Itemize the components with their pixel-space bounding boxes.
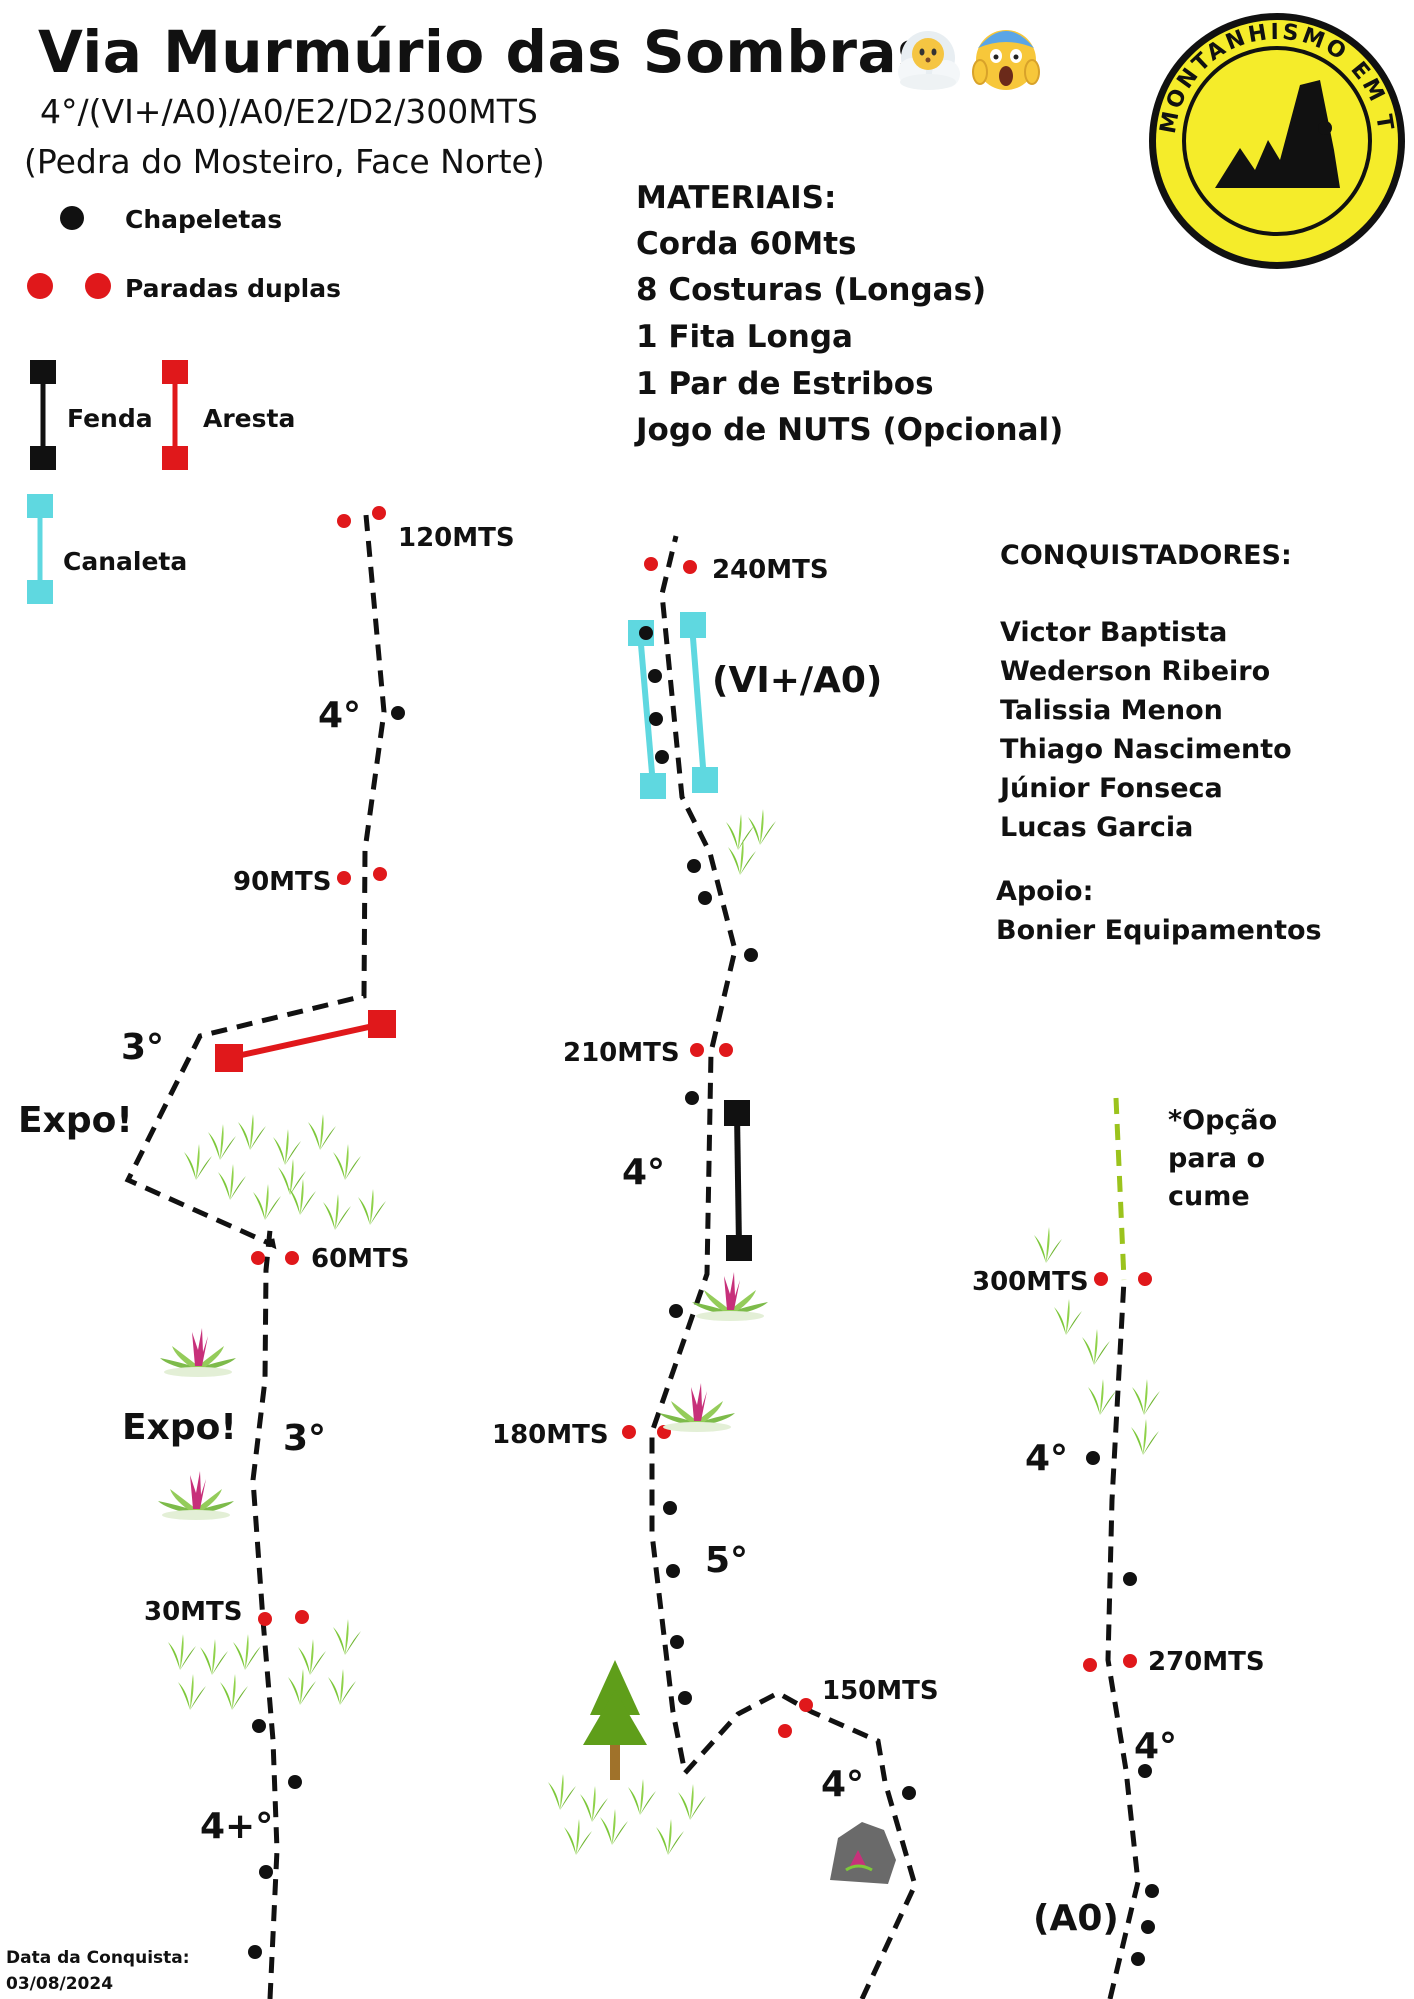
material-item: Corda 60Mts bbox=[636, 226, 857, 262]
pitch-grade: (VI+/A0) bbox=[712, 660, 883, 701]
screaming-face-icon bbox=[972, 30, 1040, 90]
conquistador-name: Thiago Nascimento bbox=[1000, 734, 1292, 765]
material-item: 1 Par de Estribos bbox=[636, 366, 934, 402]
distance-marker-120: 120MTS bbox=[398, 523, 515, 553]
support-label: Apoio: bbox=[996, 876, 1094, 907]
distance-marker-210: 210MTS bbox=[563, 1038, 680, 1068]
gully-feature bbox=[628, 612, 718, 799]
arete-feature bbox=[215, 1010, 396, 1072]
legend-arete-icon bbox=[162, 360, 188, 470]
conquistador-name: Victor Baptista bbox=[1000, 617, 1228, 648]
material-item: Jogo de NUTS (Opcional) bbox=[636, 412, 1064, 448]
page-title: Via Murmúrio das Sombras bbox=[38, 18, 933, 86]
exposure-warning: Expo! bbox=[122, 1407, 237, 1448]
pitch-grade: 4° bbox=[1025, 1438, 1069, 1479]
pitch-grade: 3° bbox=[121, 1027, 165, 1068]
distance-marker-240: 240MTS bbox=[712, 555, 829, 585]
pitch-grade: 4° bbox=[318, 695, 362, 736]
material-item: 8 Costuras (Longas) bbox=[636, 272, 987, 308]
summit-option-note: *Opção para o cume bbox=[1168, 1105, 1278, 1212]
conquest-date: 03/08/2024 bbox=[6, 1974, 114, 1994]
material-item: 1 Fita Longa bbox=[636, 319, 853, 355]
route-line bbox=[1105, 1279, 1141, 1999]
conquistador-name: Júnior Fonseca bbox=[1000, 773, 1223, 804]
route-line bbox=[649, 535, 918, 1999]
distance-marker-300: 300MTS bbox=[972, 1267, 1089, 1297]
legend-crack-label: Fenda bbox=[67, 404, 153, 433]
legend-anchor-icon bbox=[27, 273, 111, 299]
pitch-grade: 4+° bbox=[200, 1806, 274, 1847]
grass-icon bbox=[184, 1114, 386, 1230]
grass-icon bbox=[726, 809, 776, 875]
rock-with-flower-icon bbox=[830, 1822, 896, 1884]
legend-bolt-icon bbox=[60, 206, 84, 230]
route-location: (Pedra do Mosteiro, Face Norte) bbox=[24, 142, 545, 181]
conquistadores-heading: CONQUISTADORES: bbox=[1000, 540, 1292, 571]
grass-icon bbox=[1034, 1227, 1160, 1455]
montanhismo-logo: MONTANHISMO EM TERESÓPOLIS bbox=[0, 0, 1405, 269]
double-anchors bbox=[251, 506, 1152, 1738]
conquistador-name: Talissia Menon bbox=[1000, 695, 1223, 726]
legend-bolts-label: Chapeletas bbox=[125, 205, 283, 234]
conquest-date-label: Data da Conquista: bbox=[6, 1948, 190, 1968]
emoji-group bbox=[898, 20, 1048, 100]
legend-anchors-label: Paradas duplas bbox=[125, 274, 341, 303]
bolts bbox=[248, 626, 1159, 1966]
exposure-warning: Expo! bbox=[18, 1100, 133, 1141]
distance-marker-150: 150MTS bbox=[822, 1676, 939, 1706]
distance-marker-90: 90MTS bbox=[233, 867, 332, 897]
pitch-grade: 4° bbox=[1134, 1726, 1178, 1767]
conquistador-name: Lucas Garcia bbox=[1000, 812, 1194, 843]
legend-gully-label: Canaleta bbox=[63, 547, 188, 576]
route-line bbox=[124, 514, 387, 1999]
materials-heading: MATERIAIS: bbox=[636, 180, 837, 216]
pitch-grade: 3° bbox=[283, 1418, 327, 1459]
legend-arete-label: Aresta bbox=[203, 404, 296, 433]
distance-marker-270: 270MTS bbox=[1148, 1647, 1265, 1677]
pitch-grade: 5° bbox=[705, 1540, 749, 1581]
distance-marker-180: 180MTS bbox=[492, 1420, 609, 1450]
distance-marker-30: 30MTS bbox=[144, 1597, 243, 1627]
fog-face-icon bbox=[898, 31, 960, 90]
distance-marker-60: 60MTS bbox=[311, 1244, 410, 1274]
pitch-grade: 4° bbox=[622, 1152, 666, 1193]
pitch-grade: 4° bbox=[821, 1764, 865, 1805]
crack-feature bbox=[724, 1100, 752, 1261]
pine-tree-icon bbox=[583, 1660, 647, 1780]
pitch-grade: (A0) bbox=[1033, 1898, 1119, 1939]
grass-icon bbox=[548, 1774, 706, 1855]
legend-gully-icon bbox=[27, 494, 53, 604]
legend-crack-icon bbox=[30, 360, 56, 470]
support-name: Bonier Equipamentos bbox=[996, 915, 1322, 946]
route-grade-summary: 4°/(VI+/A0)/A0/E2/D2/300MTS bbox=[40, 92, 538, 131]
summit-option-line bbox=[1113, 1097, 1127, 1281]
conquistador-name: Wederson Ribeiro bbox=[1000, 656, 1271, 687]
